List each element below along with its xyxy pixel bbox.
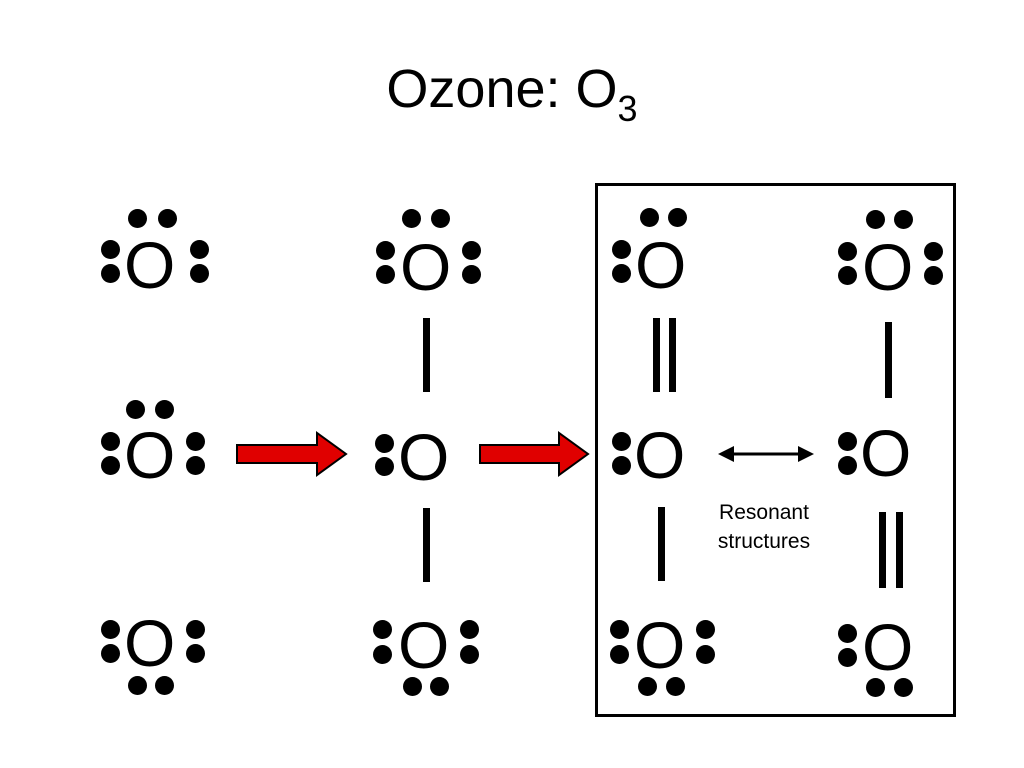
electron-dot <box>924 242 943 261</box>
electron-dot <box>375 457 394 476</box>
electron-dot <box>612 264 631 283</box>
oxygen-atom: O <box>634 608 686 682</box>
electron-dot <box>190 240 209 259</box>
electron-dot <box>612 240 631 259</box>
electron-dot <box>101 644 120 663</box>
double-bond-line <box>653 318 660 392</box>
electron-dot <box>375 434 394 453</box>
oxygen-atom: O <box>124 418 176 492</box>
electron-dot <box>430 677 449 696</box>
electron-dot <box>403 677 422 696</box>
electron-dot <box>373 645 392 664</box>
single-bond <box>423 318 430 392</box>
oxygen-atom: O <box>398 420 450 494</box>
electron-dot <box>101 620 120 639</box>
electron-dot <box>402 209 421 228</box>
resonance-arrow-icon <box>718 446 814 462</box>
page-title: Ozone: O3 <box>0 59 1024 127</box>
electron-dot <box>155 676 174 695</box>
electron-dot <box>462 241 481 260</box>
oxygen-atom: O <box>398 608 450 682</box>
electron-dot <box>838 432 857 451</box>
double-bond-line <box>669 318 676 392</box>
oxygen-atom: O <box>400 230 452 304</box>
electron-dot <box>612 432 631 451</box>
caption-line: Resonant <box>719 501 809 524</box>
electron-dot <box>128 209 147 228</box>
electron-dot <box>190 264 209 283</box>
electron-dot <box>376 241 395 260</box>
electron-dot <box>186 432 205 451</box>
electron-dot <box>668 208 687 227</box>
electron-dot <box>894 210 913 229</box>
oxygen-atom: O <box>862 610 914 684</box>
electron-dot <box>866 210 885 229</box>
electron-dot <box>838 624 857 643</box>
single-bond <box>885 322 892 398</box>
reaction-arrow-icon <box>236 431 348 477</box>
electron-dot <box>838 266 857 285</box>
title-text: Ozone: O <box>386 59 618 119</box>
electron-dot <box>696 620 715 639</box>
electron-dot <box>373 620 392 639</box>
resonance-caption: Resonant structures <box>694 498 834 556</box>
reaction-arrow-icon <box>479 431 590 477</box>
electron-dot <box>838 456 857 475</box>
electron-dot <box>838 242 857 261</box>
oxygen-atom: O <box>635 228 687 302</box>
title-subscript: 3 <box>617 88 638 129</box>
oxygen-atom: O <box>862 230 914 304</box>
electron-dot <box>638 677 657 696</box>
electron-dot <box>924 266 943 285</box>
electron-dot <box>101 432 120 451</box>
electron-dot <box>612 456 631 475</box>
single-bond <box>658 507 665 581</box>
electron-dot <box>838 648 857 667</box>
electron-dot <box>431 209 450 228</box>
electron-dot <box>376 265 395 284</box>
caption-line: structures <box>717 530 811 553</box>
electron-dot <box>610 620 629 639</box>
electron-dot <box>101 456 120 475</box>
electron-dot <box>186 644 205 663</box>
electron-dot <box>186 456 205 475</box>
electron-dot <box>186 620 205 639</box>
electron-dot <box>640 208 659 227</box>
oxygen-atom: O <box>634 418 686 492</box>
oxygen-atom: O <box>860 416 912 490</box>
single-bond <box>423 508 430 582</box>
electron-dot <box>101 240 120 259</box>
oxygen-atom: O <box>124 228 176 302</box>
electron-dot <box>460 645 479 664</box>
electron-dot <box>155 400 174 419</box>
electron-dot <box>460 620 479 639</box>
oxygen-atom: O <box>124 606 176 680</box>
electron-dot <box>158 209 177 228</box>
electron-dot <box>666 677 685 696</box>
electron-dot <box>866 678 885 697</box>
electron-dot <box>101 264 120 283</box>
electron-dot <box>894 678 913 697</box>
double-bond-line <box>879 512 886 588</box>
double-bond-line <box>896 512 903 588</box>
electron-dot <box>462 265 481 284</box>
electron-dot <box>126 400 145 419</box>
resonance-box <box>595 183 956 717</box>
electron-dot <box>696 645 715 664</box>
electron-dot <box>610 645 629 664</box>
electron-dot <box>128 676 147 695</box>
